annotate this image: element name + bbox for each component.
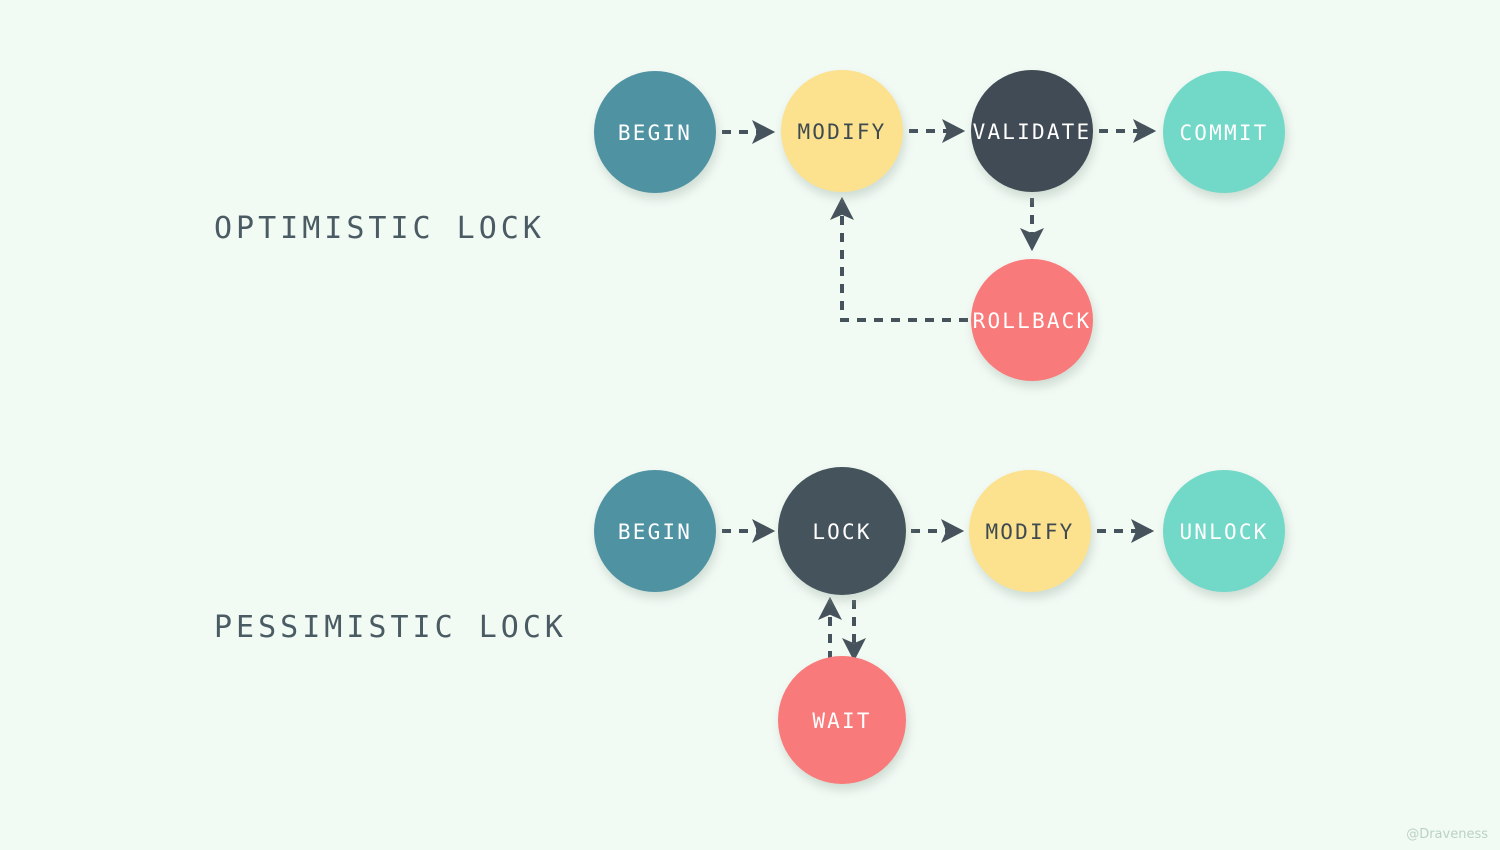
- section-title-optimistic: OPTIMISTIC LOCK: [214, 211, 545, 246]
- node-circle-opt-commit[interactable]: [1163, 71, 1285, 193]
- node-opt-commit[interactable]: COMMIT: [1163, 71, 1285, 193]
- node-label-opt-rollback: ROLLBACK: [973, 309, 1092, 333]
- node-circle-pes-unlock[interactable]: [1163, 470, 1285, 592]
- nodes-layer: BEGIN MODIFY VALIDATE COMMIT ROLLBACK BEGIN LO…: [594, 70, 1285, 784]
- watermark: @Draveness: [1406, 827, 1488, 842]
- node-opt-modify[interactable]: MODIFY: [781, 70, 903, 192]
- node-circle-pes-modify[interactable]: [969, 470, 1091, 592]
- edges-layer: [722, 119, 1157, 662]
- node-pes-modify[interactable]: MODIFY: [969, 470, 1091, 592]
- node-opt-validate[interactable]: VALIDATE: [971, 70, 1093, 192]
- node-label-pes-unlock: UNLOCK: [1179, 520, 1268, 544]
- node-label-pes-wait: WAIT: [812, 709, 871, 733]
- node-circle-opt-validate[interactable]: [971, 70, 1093, 192]
- node-circle-opt-modify[interactable]: [781, 70, 903, 192]
- node-pes-lock[interactable]: LOCK: [778, 467, 906, 595]
- node-label-pes-begin: BEGIN: [618, 520, 692, 544]
- node-label-opt-commit: COMMIT: [1179, 121, 1268, 145]
- node-label-opt-begin: BEGIN: [618, 121, 692, 145]
- node-circle-pes-wait[interactable]: [778, 656, 906, 784]
- node-opt-rollback[interactable]: ROLLBACK: [971, 259, 1093, 381]
- node-label-opt-validate: VALIDATE: [973, 120, 1092, 144]
- node-circle-opt-rollback[interactable]: [971, 259, 1093, 381]
- node-circle-pes-lock[interactable]: [778, 467, 906, 595]
- node-opt-begin[interactable]: BEGIN: [594, 71, 716, 193]
- node-label-opt-modify: MODIFY: [797, 120, 886, 144]
- edge-rollback-to-modify: [830, 196, 968, 322]
- node-circle-opt-begin[interactable]: [594, 71, 716, 193]
- section-title-pessimistic: PESSIMISTIC LOCK: [214, 610, 567, 645]
- node-pes-begin[interactable]: BEGIN: [594, 470, 716, 592]
- node-label-pes-lock: LOCK: [812, 520, 871, 544]
- section-labels-layer: OPTIMISTIC LOCK PESSIMISTIC LOCK: [214, 211, 567, 645]
- node-pes-unlock[interactable]: UNLOCK: [1163, 470, 1285, 592]
- node-pes-wait[interactable]: WAIT: [778, 656, 906, 784]
- node-circle-pes-begin[interactable]: [594, 470, 716, 592]
- node-label-pes-modify: MODIFY: [985, 520, 1074, 544]
